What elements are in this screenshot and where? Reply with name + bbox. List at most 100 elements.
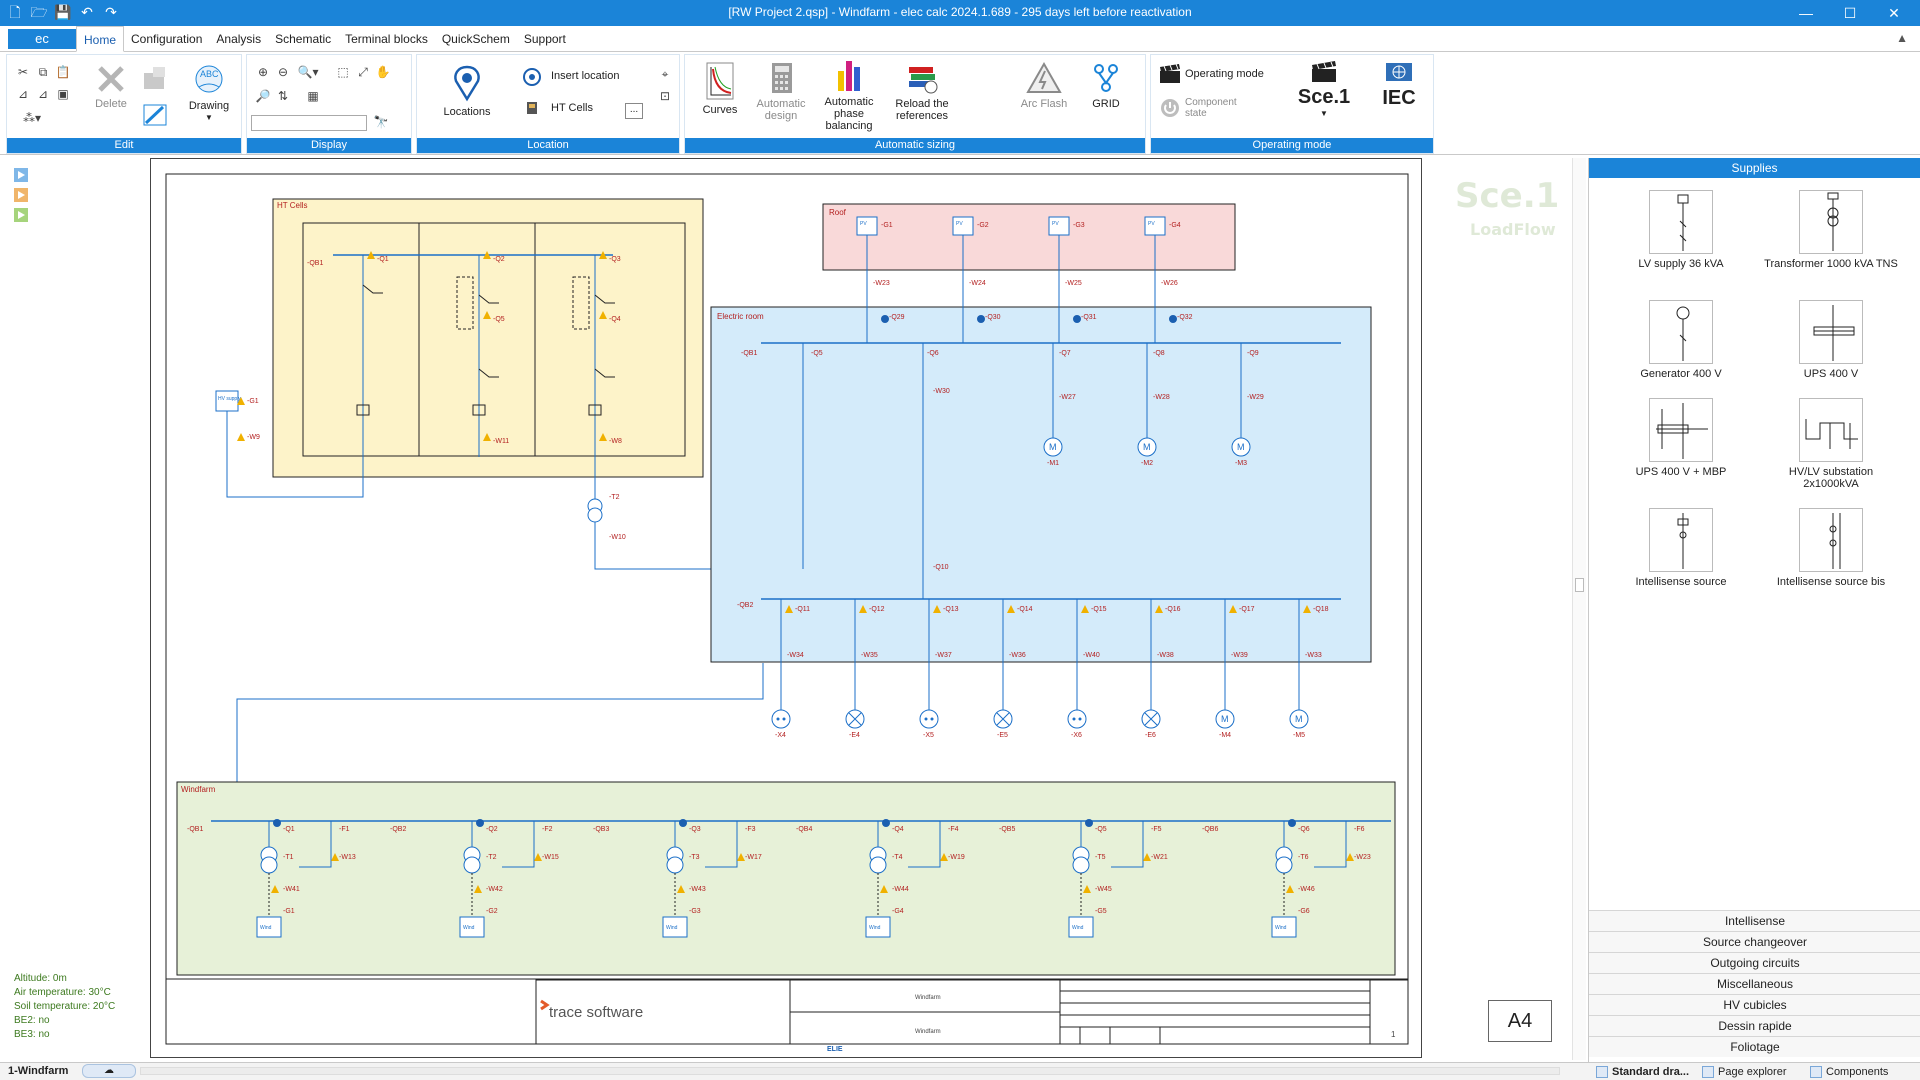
- app-menu-button[interactable]: ec: [8, 29, 76, 49]
- tab-schematic[interactable]: Schematic: [268, 26, 338, 52]
- info-icon: [679, 819, 687, 827]
- electric-room-location[interactable]: Electric room -QB1 -QB2 -Q10 -W30 -Q5 -Q…: [711, 217, 1371, 739]
- grid-button[interactable]: GRID: [1081, 61, 1131, 110]
- operating-mode-button[interactable]: Operating mode: [1159, 63, 1291, 85]
- tab-home[interactable]: Home: [76, 26, 124, 52]
- copy-icon[interactable]: ⧉: [35, 65, 51, 79]
- canvas-scrollbar[interactable]: [1572, 158, 1586, 1060]
- ht-cells-location[interactable]: HT Cells -QB1 -Q1 -Q2 -Q3: [273, 199, 703, 477]
- supply-lv-36kva[interactable]: LV supply 36 kVA: [1611, 190, 1751, 270]
- tab-page-explorer[interactable]: Page explorer: [1702, 1064, 1787, 1080]
- grid-view-icon[interactable]: ▦: [305, 89, 321, 103]
- section-dessin-rapide[interactable]: Dessin rapide: [1589, 1015, 1920, 1036]
- tab-terminal-blocks[interactable]: Terminal blocks: [338, 26, 435, 52]
- scenario-button[interactable]: Sce.1 ▼: [1289, 59, 1359, 120]
- phase-balancing-button[interactable]: Automatic phase balancing: [817, 57, 881, 132]
- supply-intellisense-source[interactable]: Intellisense source: [1611, 508, 1751, 588]
- supply-ups-400v[interactable]: UPS 400 V: [1761, 300, 1901, 380]
- tab-components[interactable]: Components: [1810, 1064, 1888, 1080]
- cut-icon[interactable]: ✂: [15, 65, 31, 79]
- iec-standard-button[interactable]: IEC: [1373, 61, 1425, 110]
- search-icon[interactable]: 🔎: [255, 89, 271, 103]
- expand-arrow-icon[interactable]: [14, 188, 28, 202]
- curves-icon: [703, 61, 737, 101]
- locations-button[interactable]: Locations: [437, 65, 497, 118]
- section-intellisense[interactable]: Intellisense: [1589, 910, 1920, 931]
- wind-generator-number: -G5: [1095, 908, 1107, 915]
- motor-breaker-label: -Q7: [1059, 350, 1071, 357]
- automatic-design-button[interactable]: Automatic design: [751, 61, 811, 122]
- insert-location-button[interactable]: Insert location: [521, 67, 641, 85]
- display-search-input[interactable]: [251, 115, 367, 131]
- fit-icon[interactable]: ⤢: [355, 65, 371, 79]
- page-options-button[interactable]: ☁: [82, 1064, 136, 1078]
- edit-pencil-icon[interactable]: [141, 101, 169, 129]
- close-button[interactable]: ✕: [1872, 0, 1916, 26]
- location-more-button[interactable]: ...: [625, 103, 643, 119]
- supply-intellisense-source-bis[interactable]: Intellisense source bis: [1761, 508, 1901, 588]
- single-line-diagram[interactable]: HT Cells -QB1 -Q1 -Q2 -Q3: [151, 159, 1423, 1059]
- motor-letter: M: [1049, 442, 1057, 452]
- drawing-button[interactable]: ABC Drawing ▼: [179, 63, 239, 124]
- load-label: -E5: [997, 732, 1008, 739]
- target-icon[interactable]: ⊡: [657, 89, 673, 103]
- collapse-ribbon-icon[interactable]: ▲: [1896, 31, 1908, 45]
- ht-cells-title: HT Cells: [277, 201, 308, 210]
- zoom-in-icon[interactable]: ⊕: [255, 65, 271, 79]
- arrange-icon[interactable]: ⁂▾: [15, 111, 49, 125]
- section-foliotage[interactable]: Foliotage: [1589, 1036, 1920, 1057]
- reload-references-button[interactable]: Reload the references: [889, 61, 955, 122]
- zoom-window-icon[interactable]: ⬚: [335, 65, 351, 79]
- delete-button[interactable]: Delete: [83, 63, 139, 110]
- tab-configuration[interactable]: Configuration: [124, 26, 209, 52]
- motor-label: -M3: [1235, 460, 1247, 467]
- tab-analysis[interactable]: Analysis: [209, 26, 268, 52]
- horizontal-scrollbar[interactable]: [140, 1067, 1560, 1075]
- expand-arrow-icon[interactable]: [14, 208, 28, 222]
- align-right-icon[interactable]: ⊿: [35, 87, 51, 101]
- info-icon: [1085, 819, 1093, 827]
- windfarm-location[interactable]: Windfarm -QB1-Q1-T1-W41Wind-G1-F1-W13-QB…: [177, 782, 1395, 975]
- expand-arrow-icon[interactable]: [14, 168, 28, 182]
- roof-location[interactable]: Roof: [823, 204, 1235, 270]
- ht-cells-button[interactable]: HT Cells: [521, 99, 641, 117]
- properties-icon[interactable]: [141, 65, 169, 93]
- motor-letter: M: [1221, 714, 1229, 724]
- delete-icon: [95, 63, 127, 95]
- find-icon[interactable]: 🔭: [373, 115, 389, 129]
- supply-ups-400v-mbp[interactable]: UPS 400 V + MBP: [1611, 398, 1751, 478]
- drawing-canvas[interactable]: HT Cells -QB1 -Q1 -Q2 -Q3: [150, 158, 1422, 1058]
- curves-button[interactable]: Curves: [693, 61, 747, 116]
- align-left-icon[interactable]: ⊿: [15, 87, 31, 101]
- tab-quickschem[interactable]: QuickSchem: [435, 26, 517, 52]
- load-cable-label: -W35: [861, 652, 878, 659]
- page-size-badge[interactable]: A4: [1488, 1000, 1552, 1042]
- supplies-header[interactable]: Supplies: [1589, 158, 1920, 178]
- arc-flash-button[interactable]: Arc Flash: [1015, 61, 1073, 110]
- supply-generator-400v[interactable]: Generator 400 V: [1611, 300, 1751, 380]
- wind-generator-label: Wind: [463, 925, 475, 931]
- page-tab[interactable]: 1-Windfarm: [8, 1065, 68, 1077]
- section-miscellaneous[interactable]: Miscellaneous: [1589, 973, 1920, 994]
- tab-standard-drawing[interactable]: Standard dra...: [1596, 1064, 1689, 1080]
- group-icon[interactable]: ▣: [55, 87, 71, 101]
- zoom-dropdown-icon[interactable]: 🔍▾: [295, 65, 321, 79]
- map-pin-icon[interactable]: ⌖: [657, 67, 673, 81]
- tab-support[interactable]: Support: [517, 26, 573, 52]
- section-hv-cubicles[interactable]: HV cubicles: [1589, 994, 1920, 1015]
- zoom-out-icon[interactable]: ⊖: [275, 65, 291, 79]
- supply-hv-lv-substation[interactable]: HV/LV substation 2x1000kVA: [1761, 398, 1901, 490]
- section-outgoing-circuits[interactable]: Outgoing circuits: [1589, 952, 1920, 973]
- component-state-button[interactable]: Component state: [1159, 95, 1291, 123]
- sort-icon[interactable]: ⇅: [275, 89, 291, 103]
- pan-hand-icon[interactable]: ✋: [375, 65, 391, 79]
- section-source-changeover[interactable]: Source changeover: [1589, 931, 1920, 952]
- scroll-thumb[interactable]: [1575, 578, 1584, 592]
- supply-transformer-1000kva[interactable]: Transformer 1000 kVA TNS: [1761, 190, 1901, 270]
- environment-info: Altitude: 0m Air temperature: 30°C Soil …: [14, 972, 115, 1042]
- grid-network-icon: [1091, 61, 1121, 95]
- paste-icon[interactable]: 📋: [55, 65, 71, 79]
- minimize-button[interactable]: —: [1784, 0, 1828, 26]
- pv-label: PV: [860, 221, 867, 227]
- maximize-button[interactable]: ☐: [1828, 0, 1872, 26]
